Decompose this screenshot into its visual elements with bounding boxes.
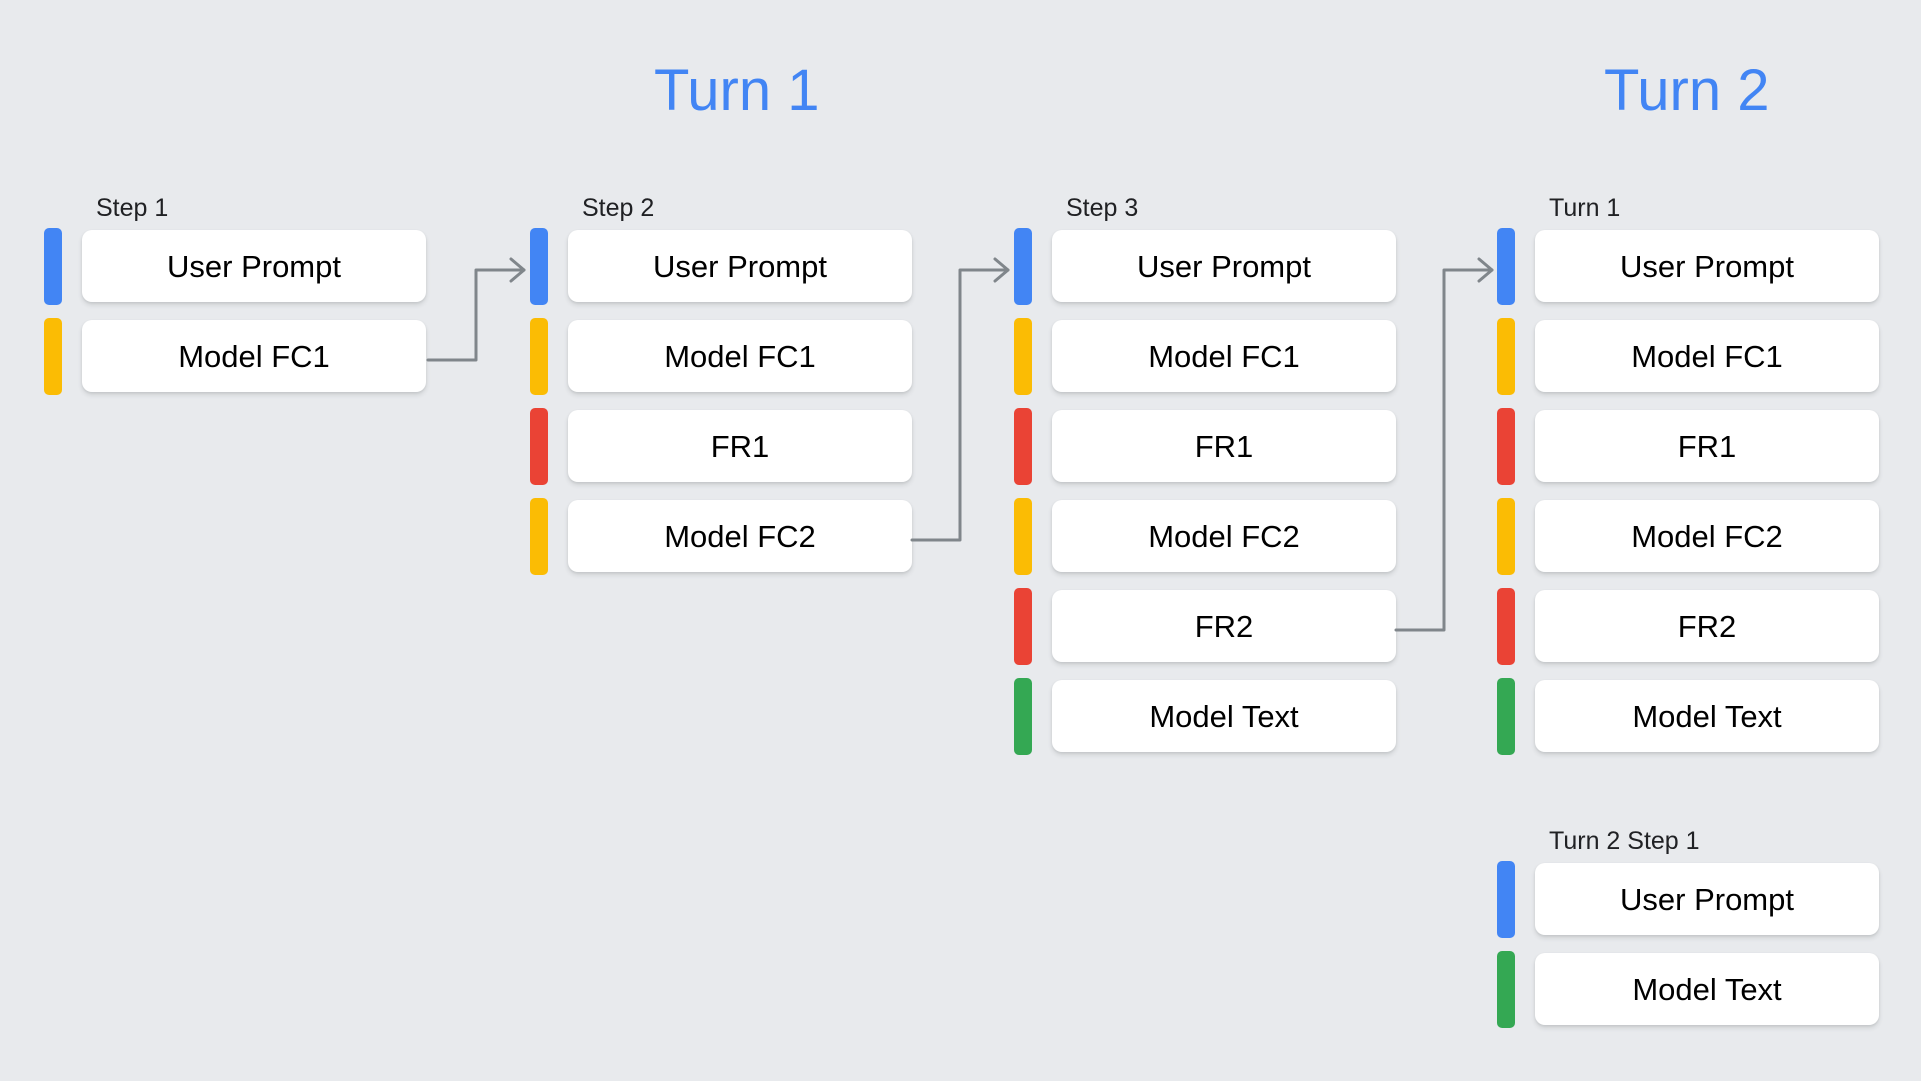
color-bar-user-prompt: [1014, 228, 1032, 305]
column-label-step-3: Step 3: [1066, 194, 1139, 222]
card-label: Model Text: [1632, 698, 1782, 734]
column-label-step-1: Step 1: [96, 194, 169, 222]
color-bar-model-text: [1497, 678, 1515, 755]
turn-2-title: Turn 2: [1604, 58, 1770, 123]
card-label: FR2: [1677, 608, 1737, 644]
card-label: Model FC1: [178, 338, 330, 374]
card-user-prompt[interactable]: User Prompt: [1535, 230, 1879, 302]
card-fr1[interactable]: FR1: [1052, 410, 1396, 482]
card-label: User Prompt: [1620, 248, 1794, 284]
color-bar-user-prompt: [1497, 228, 1515, 305]
card-label: Model FC2: [664, 518, 816, 554]
color-bar-function-response: [530, 408, 548, 485]
card-label: Model FC2: [1631, 518, 1783, 554]
card-label: Model Text: [1632, 971, 1782, 1007]
card-user-prompt[interactable]: User Prompt: [1535, 863, 1879, 935]
card-label: Model FC1: [664, 338, 816, 374]
color-bar-function-response: [1497, 408, 1515, 485]
card-label: User Prompt: [653, 248, 827, 284]
card-model-fc2[interactable]: Model FC2: [568, 500, 912, 572]
card-label: Model FC1: [1631, 338, 1783, 374]
card-model-fc1[interactable]: Model FC1: [82, 320, 426, 392]
color-bar-model-text: [1014, 678, 1032, 755]
card-fr1[interactable]: FR1: [568, 410, 912, 482]
card-label: FR1: [1677, 428, 1737, 464]
color-bar-model-fc: [1014, 318, 1032, 395]
card-model-fc1[interactable]: Model FC1: [568, 320, 912, 392]
card-model-fc2[interactable]: Model FC2: [1535, 500, 1879, 572]
card-fr2[interactable]: FR2: [1052, 590, 1396, 662]
color-bar-model-text: [1497, 951, 1515, 1028]
card-label: FR2: [1194, 608, 1254, 644]
card-label: Model Text: [1149, 698, 1299, 734]
card-user-prompt[interactable]: User Prompt: [1052, 230, 1396, 302]
color-bar-model-fc: [1014, 498, 1032, 575]
card-model-text[interactable]: Model Text: [1052, 680, 1396, 752]
color-bar-user-prompt: [44, 228, 62, 305]
card-label: User Prompt: [167, 248, 341, 284]
card-label: User Prompt: [1137, 248, 1311, 284]
card-fr2[interactable]: FR2: [1535, 590, 1879, 662]
card-label: Model FC1: [1148, 338, 1300, 374]
column-label-turn-1: Turn 1: [1549, 194, 1621, 222]
color-bar-model-fc: [1497, 318, 1515, 395]
card-model-fc1[interactable]: Model FC1: [1535, 320, 1879, 392]
color-bar-user-prompt: [530, 228, 548, 305]
color-bar-model-fc: [44, 318, 62, 395]
color-bar-function-response: [1014, 588, 1032, 665]
card-model-fc1[interactable]: Model FC1: [1052, 320, 1396, 392]
column-label-step-2: Step 2: [582, 194, 655, 222]
card-fr1[interactable]: FR1: [1535, 410, 1879, 482]
card-label: User Prompt: [1620, 881, 1794, 917]
card-label: Model FC2: [1148, 518, 1300, 554]
color-bar-user-prompt: [1497, 861, 1515, 938]
column-label-turn-2-step-1: Turn 2 Step 1: [1549, 827, 1700, 855]
card-user-prompt[interactable]: User Prompt: [82, 230, 426, 302]
card-user-prompt[interactable]: User Prompt: [568, 230, 912, 302]
card-label: FR1: [710, 428, 770, 464]
color-bar-model-fc: [530, 498, 548, 575]
turn-1-title: Turn 1: [654, 58, 820, 123]
card-label: FR1: [1194, 428, 1254, 464]
color-bar-model-fc: [530, 318, 548, 395]
card-model-text[interactable]: Model Text: [1535, 680, 1879, 752]
color-bar-function-response: [1014, 408, 1032, 485]
color-bar-model-fc: [1497, 498, 1515, 575]
card-model-fc2[interactable]: Model FC2: [1052, 500, 1396, 572]
card-model-text[interactable]: Model Text: [1535, 953, 1879, 1025]
color-bar-function-response: [1497, 588, 1515, 665]
